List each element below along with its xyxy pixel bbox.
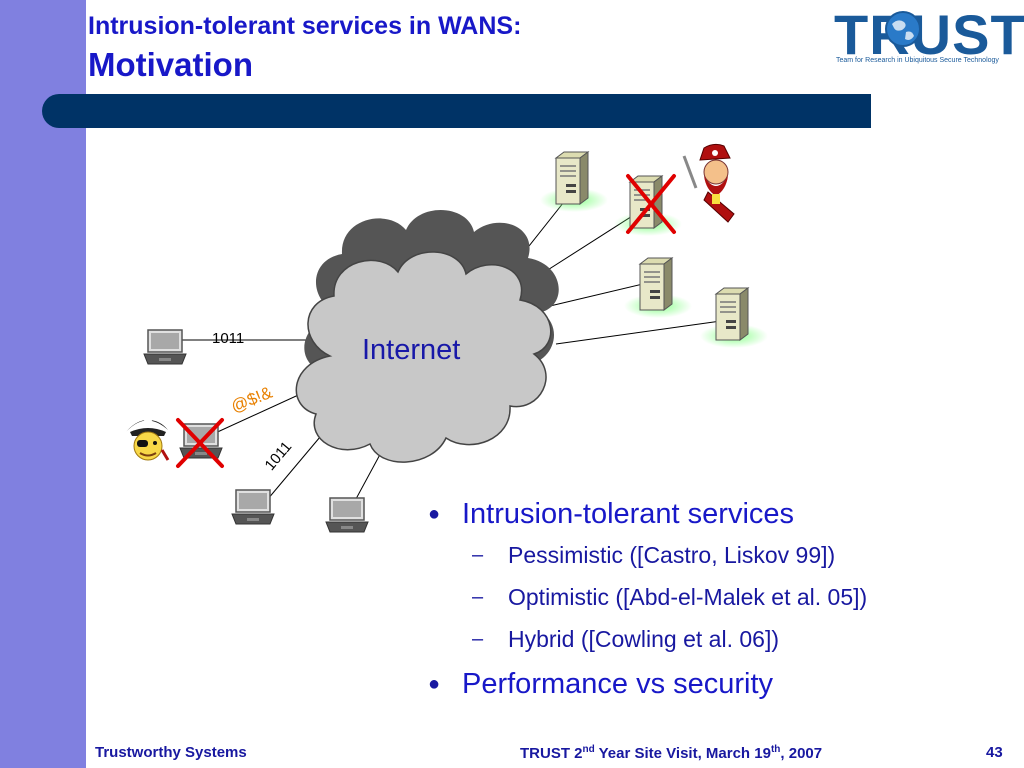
left-accent-bar — [0, 0, 86, 768]
logo-tagline: Team for Research in Ubiquitous Secure T… — [836, 57, 999, 64]
server-icon — [699, 287, 769, 349]
server-icon — [623, 257, 693, 319]
laptop-icon — [143, 329, 187, 365]
attack-link-label: @$!& — [228, 382, 276, 417]
cross-icon — [626, 174, 676, 234]
slide-title: Intrusion-tolerant services in WANS: — [88, 12, 522, 40]
footer-org: Trustworthy Systems — [95, 744, 247, 761]
page-number: 43 — [986, 744, 1003, 761]
pirate-icon — [682, 143, 735, 223]
cross-icon — [176, 418, 224, 468]
pirate-icon — [126, 416, 170, 461]
globe-icon — [885, 11, 921, 47]
sub-bullet-item: Optimistic ([Abd-el-Malek et al. 05]) — [428, 576, 1018, 618]
internet-cloud-label: Internet — [362, 334, 461, 366]
link-label-1011: 1011 — [212, 330, 245, 347]
laptop-icon — [325, 497, 369, 533]
title-band — [42, 94, 871, 128]
link-label-1011-diagonal: 1011 — [261, 438, 296, 474]
trust-logo: TRUST Team for Research in Ubiquitous Se… — [834, 3, 1024, 70]
footer-event: TRUST 2nd Year Site Visit, March 19th, 2… — [520, 744, 823, 762]
logo-name: TRUST — [834, 3, 1024, 66]
sub-bullet-item: Hybrid ([Cowling et al. 06]) — [428, 618, 1018, 660]
sub-bullet-item: Pessimistic ([Castro, Liskov 99]) — [428, 534, 1018, 576]
laptop-icon — [231, 489, 275, 525]
bullet-list: Intrusion-tolerant services Pessimistic … — [428, 494, 1018, 704]
server-icon-compromised — [613, 175, 683, 237]
laptop-icon-compromised — [179, 423, 223, 459]
bullet-item: Performance vs security — [428, 664, 1018, 704]
slide-subtitle: Motivation — [88, 46, 253, 83]
server-icon — [539, 151, 609, 213]
bullet-item: Intrusion-tolerant services — [428, 494, 1018, 534]
